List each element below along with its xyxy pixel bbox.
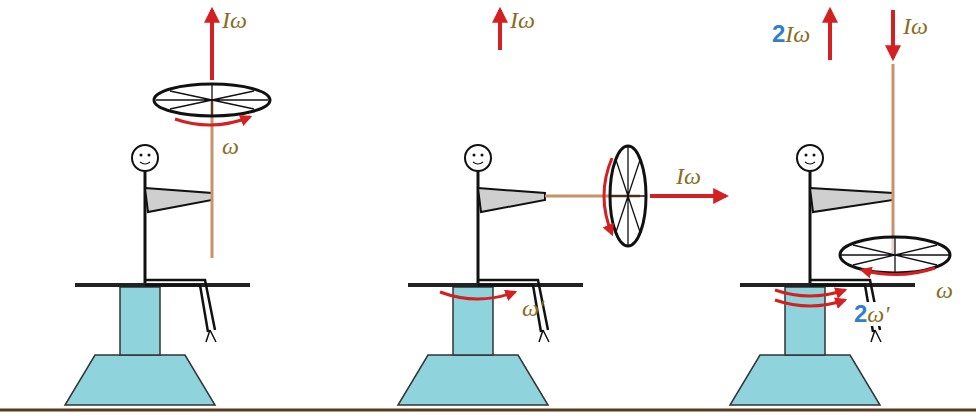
quantity-label: ω bbox=[936, 278, 953, 302]
quantity-label: 2ω' bbox=[852, 302, 891, 326]
quantity-label: Iω bbox=[222, 8, 247, 32]
quantity-label: ω' bbox=[522, 296, 544, 320]
ground bbox=[0, 409, 976, 412]
quantity-label: Iω bbox=[676, 164, 701, 188]
quantity-label: Iω bbox=[903, 14, 928, 38]
quantity-label: Iω bbox=[510, 8, 535, 32]
quantity-label: ω bbox=[222, 134, 239, 158]
quantity-label: 2Iω bbox=[772, 22, 810, 46]
